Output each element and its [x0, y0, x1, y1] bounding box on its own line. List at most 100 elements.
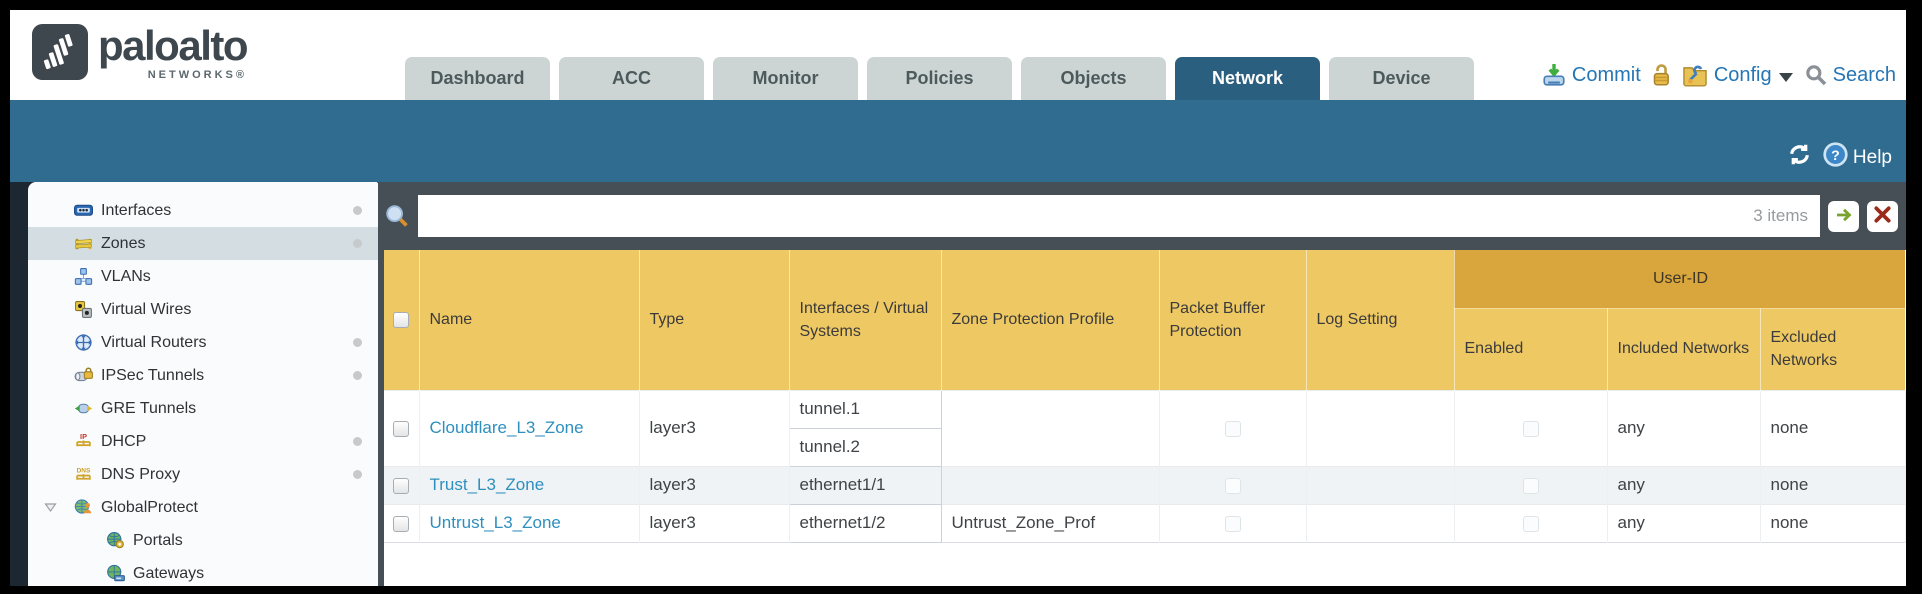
- log-setting-cell: [1306, 389, 1455, 466]
- select-all-checkbox[interactable]: [393, 311, 410, 328]
- brand-subtitle: NETWORKS®: [147, 69, 248, 82]
- sidebar-item-label: Portals: [133, 531, 183, 549]
- tab-label: Dashboard: [430, 68, 525, 88]
- user-id-enabled-checkbox[interactable]: [1522, 477, 1539, 494]
- excluded-networks-cell: none: [1760, 389, 1906, 466]
- clear-filter-button[interactable]: [1867, 200, 1898, 232]
- sidebar-item-vlans[interactable]: VLANs: [28, 260, 378, 293]
- packet-buffer-protection-checkbox-cell: [1159, 389, 1307, 466]
- search-button[interactable]: Search: [1804, 63, 1896, 87]
- sidebar-item-zones[interactable]: Zones: [28, 227, 378, 260]
- sidebar-item-globalprotect[interactable]: GlobalProtect: [28, 491, 378, 524]
- arrow-right-icon: [1834, 205, 1854, 228]
- column-header-user-id-enabled[interactable]: Enabled: [1454, 308, 1608, 390]
- tab-label: Network: [1211, 68, 1283, 88]
- row-select-checkbox-cell: [384, 389, 420, 466]
- column-header-interfaces[interactable]: Interfaces / Virtual Systems: [789, 250, 942, 390]
- tab-device[interactable]: Device: [1329, 57, 1474, 100]
- zone-name-link[interactable]: Cloudflare_L3_Zone: [429, 418, 584, 437]
- zone-interface-cell: tunnel.2: [788, 427, 942, 467]
- user-id-enabled-checkbox[interactable]: [1522, 420, 1539, 437]
- zone-name-link[interactable]: Trust_L3_Zone: [429, 475, 545, 494]
- zone-protection-profile-cell: [941, 465, 1160, 504]
- sidebar-item-gateways[interactable]: Gateways: [28, 557, 378, 586]
- user-id-enabled-checkbox-cell: [1454, 503, 1608, 542]
- packet-buffer-protection-checkbox[interactable]: [1224, 515, 1241, 532]
- zone-interface-cell: ethernet1/1: [788, 465, 942, 505]
- close-icon: [1873, 205, 1892, 227]
- column-header-zone-protection-profile[interactable]: Zone Protection Profile: [941, 250, 1160, 390]
- sidebar-item-label: Virtual Routers: [101, 333, 207, 351]
- tab-acc[interactable]: ACC: [559, 57, 704, 100]
- help-button[interactable]: ? Help: [1822, 141, 1892, 174]
- refresh-button[interactable]: [1786, 141, 1813, 174]
- gateways-icon: [106, 564, 125, 583]
- sidebar-item-label: Interfaces: [101, 201, 172, 219]
- zone-interface-cell: ethernet1/2: [788, 503, 942, 543]
- filter-input[interactable]: [418, 195, 1754, 237]
- sidebar-item-virtual-routers[interactable]: Virtual Routers: [28, 326, 378, 359]
- sidebar-item-interfaces[interactable]: Interfaces: [28, 194, 378, 227]
- commit-button[interactable]: Commit: [1541, 62, 1641, 88]
- column-header-log-setting[interactable]: Log Setting: [1306, 250, 1455, 390]
- column-header-excluded-networks[interactable]: Excluded Networks: [1760, 308, 1906, 390]
- zone-type-cell: layer3: [639, 465, 790, 504]
- apply-filter-button[interactable]: [1828, 200, 1859, 232]
- config-menu-button[interactable]: Config: [1681, 62, 1797, 88]
- zone-type-cell: layer3: [639, 503, 790, 542]
- column-header-packet-buffer-protection[interactable]: Packet Buffer Protection: [1159, 250, 1307, 390]
- paloalto-logo: paloalto NETWORKS®: [32, 23, 249, 85]
- status-dot: [353, 338, 362, 347]
- sidebar-item-virtual-wires[interactable]: Virtual Wires: [28, 293, 378, 326]
- sidebar-item-label: DHCP: [101, 432, 147, 450]
- column-header-type[interactable]: Type: [639, 250, 790, 390]
- tab-monitor[interactable]: Monitor: [713, 57, 858, 100]
- user-id-enabled-checkbox[interactable]: [1522, 515, 1539, 532]
- row-select-checkbox[interactable]: [393, 420, 410, 437]
- packet-buffer-protection-checkbox[interactable]: [1224, 477, 1241, 494]
- svg-text:IP: IP: [80, 432, 87, 441]
- sidebar-item-label: Zones: [101, 234, 146, 252]
- sidebar-item-portals[interactable]: Portals: [28, 524, 378, 557]
- excluded-networks-cell: none: [1760, 465, 1906, 504]
- tab-network[interactable]: Network: [1175, 57, 1320, 100]
- zone-type-cell: layer3: [639, 389, 790, 466]
- filter-input-wrap: 3 items: [418, 195, 1820, 237]
- item-count: 3 items: [1753, 206, 1808, 225]
- row-select-checkbox[interactable]: [393, 477, 410, 494]
- config-icon: [1681, 62, 1709, 88]
- ipsec-tunnels-icon: [74, 366, 93, 385]
- commit-label: Commit: [1571, 63, 1641, 86]
- svg-text:DNS: DNS: [77, 467, 91, 474]
- row-select-checkbox[interactable]: [393, 515, 410, 532]
- column-header-name[interactable]: Name: [419, 250, 640, 390]
- dhcp-icon: IP: [74, 432, 93, 451]
- sidebar-item-gre-tunnels[interactable]: GRE Tunnels: [28, 392, 378, 425]
- tab-policies[interactable]: Policies: [867, 57, 1012, 100]
- zone-subrow: tunnel.2: [384, 427, 1905, 467]
- expander-down-icon[interactable]: [44, 501, 57, 514]
- packet-buffer-protection-checkbox[interactable]: [1224, 420, 1241, 437]
- lock-button[interactable]: [1648, 62, 1674, 88]
- sidebar-item-label: Gateways: [133, 564, 205, 582]
- portals-icon: [106, 531, 125, 550]
- tab-label: Objects: [1060, 68, 1127, 88]
- status-dot: [353, 371, 362, 380]
- zone-name-link[interactable]: Untrust_L3_Zone: [429, 513, 561, 532]
- help-icon: ?: [1822, 141, 1849, 174]
- sidebar-item-ipsec-tunnels[interactable]: IPSec Tunnels: [28, 359, 378, 392]
- caret-down-icon: [1778, 72, 1793, 82]
- user-id-enabled-checkbox-cell: [1454, 389, 1608, 466]
- tab-objects[interactable]: Objects: [1021, 57, 1166, 100]
- vlans-icon: [74, 267, 93, 286]
- sidebar-item-dhcp[interactable]: IP DHCP: [28, 425, 378, 458]
- zone-name-cell: Trust_L3_Zone: [419, 465, 640, 504]
- column-header-included-networks[interactable]: Included Networks: [1607, 308, 1761, 390]
- tab-dashboard[interactable]: Dashboard: [405, 57, 550, 100]
